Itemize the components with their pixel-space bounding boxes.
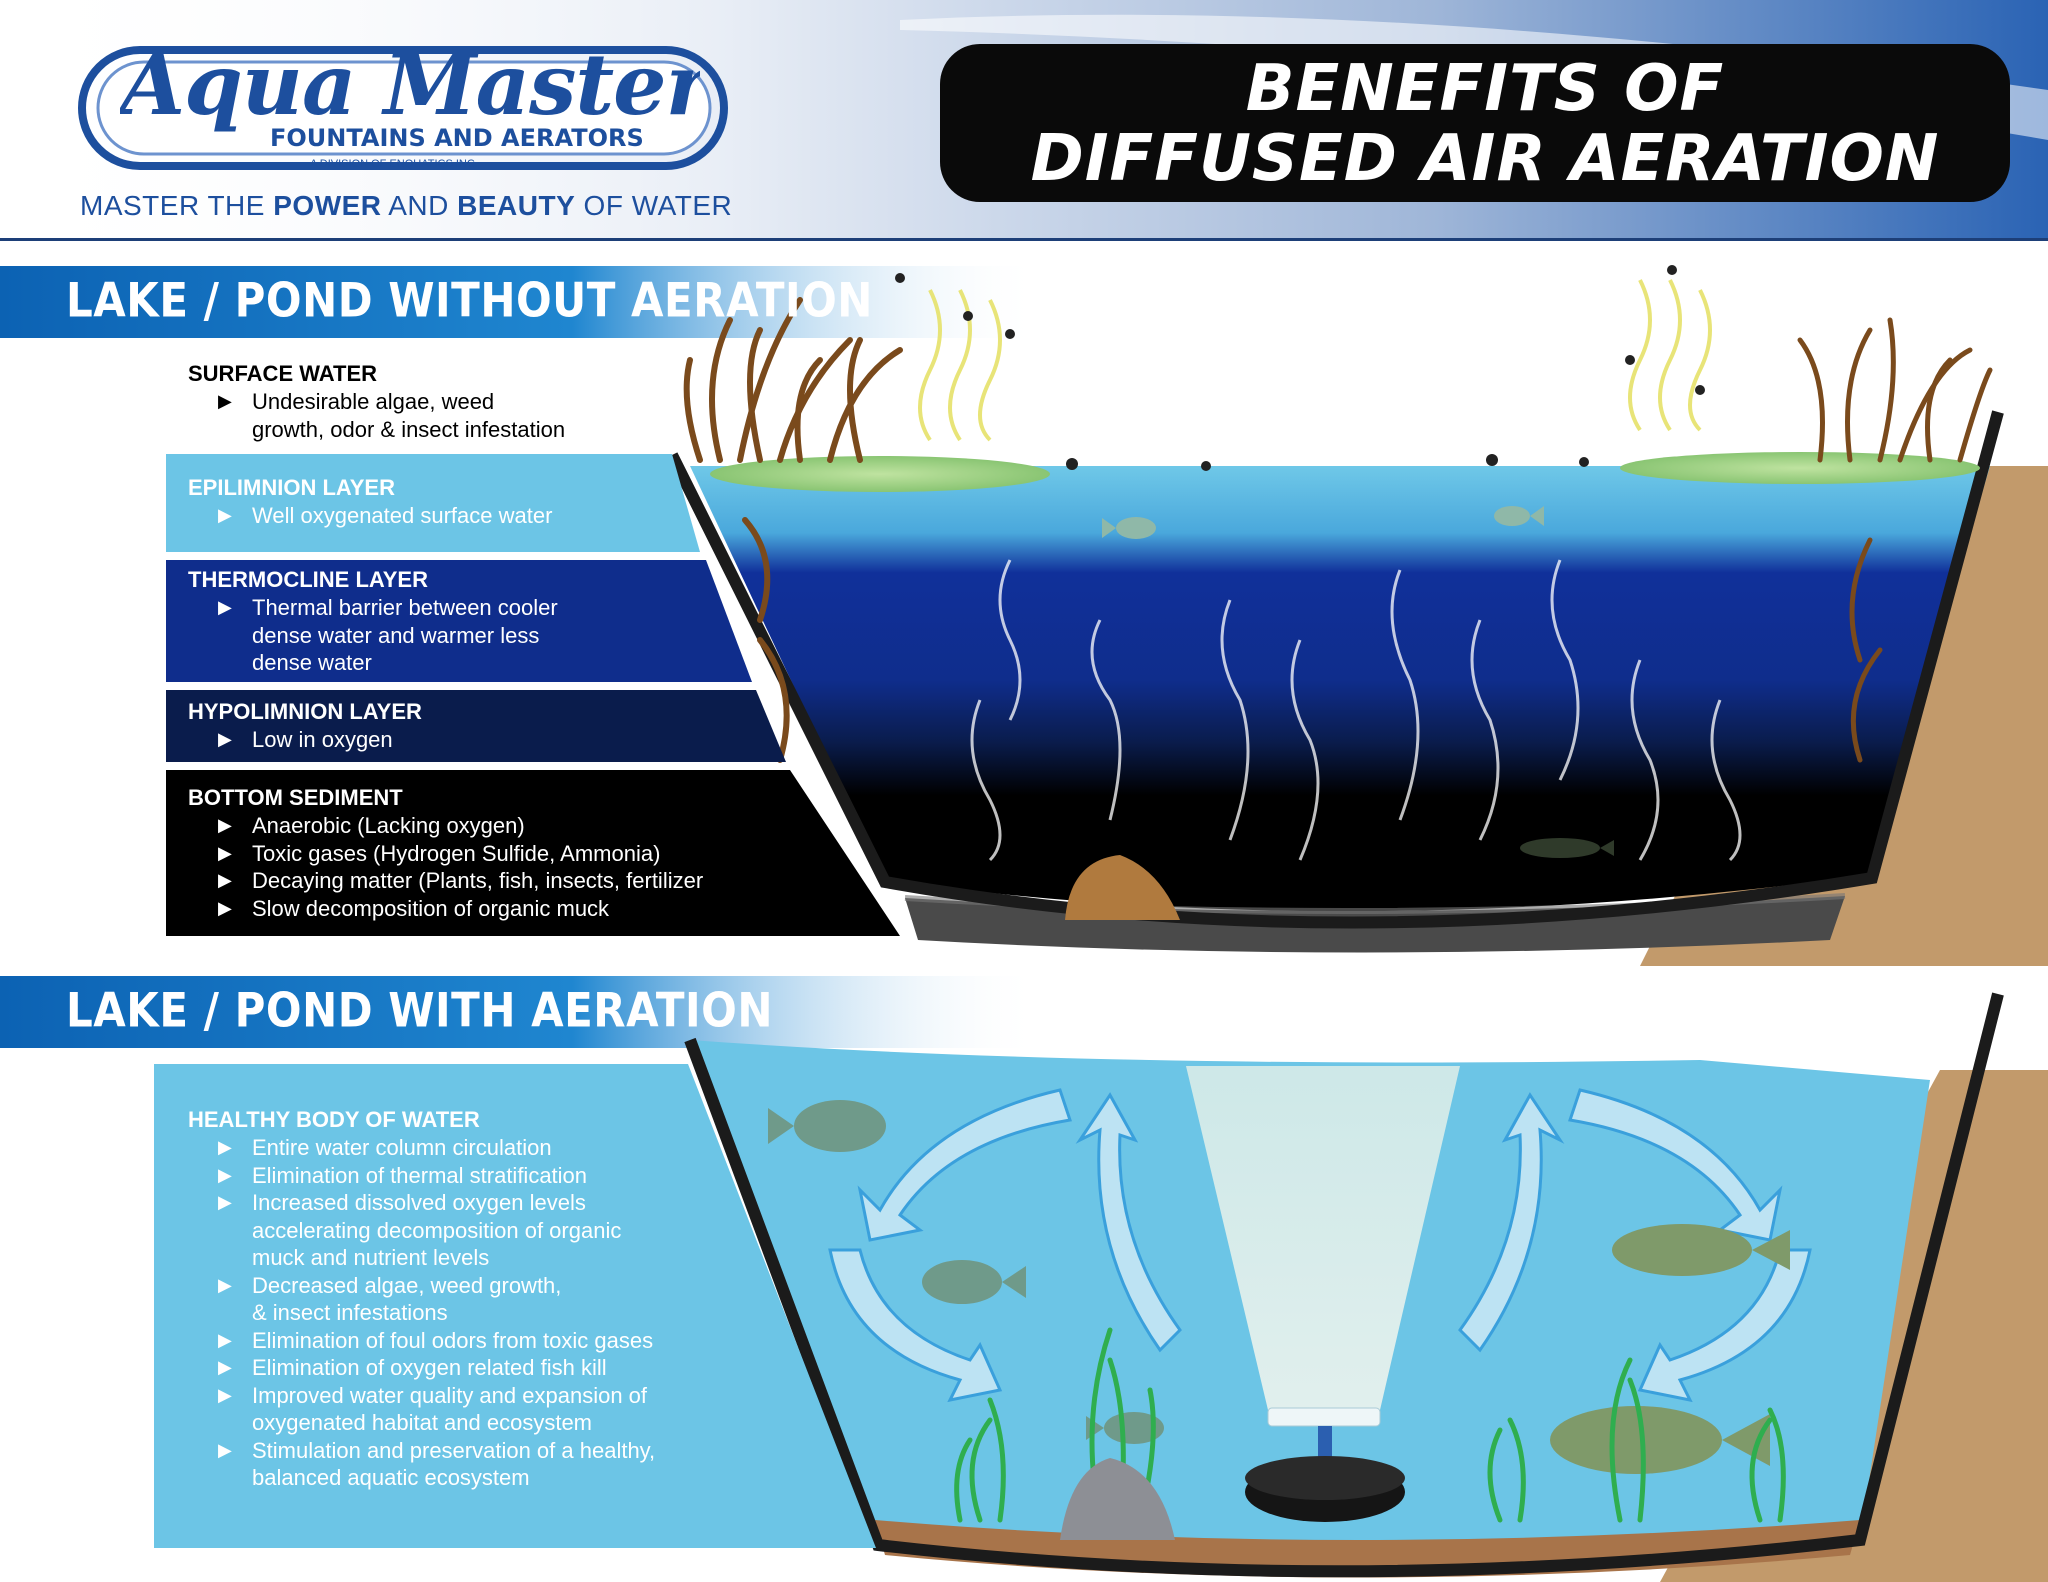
bullet-item: ▶ Well oxygenated surface water <box>188 502 688 530</box>
diffuser-icon <box>1245 1407 1405 1522</box>
block-header: THERMOCLINE LAYER <box>188 567 428 592</box>
bullet-triangle-icon: ▶ <box>218 1439 232 1460</box>
rock-icon <box>1060 1458 1175 1540</box>
bullet-triangle-icon: ▶ <box>218 842 232 863</box>
fish-icon <box>1102 506 1614 858</box>
tagline: MASTER THE POWER AND BEAUTY OF WATER <box>80 190 732 222</box>
bullet-triangle-icon: ▶ <box>218 505 232 525</box>
bullet-text: Slow decomposition of organic muck <box>252 895 610 921</box>
block-header: HYPOLIMNION LAYER <box>188 699 422 724</box>
circulation-arrow-icon <box>828 1088 1812 1403</box>
bullet-item: ▶ Elimination of oxygen related fish kill <box>188 1354 828 1382</box>
reed-plant-icon <box>683 297 903 763</box>
heading-without-aeration: LAKE / POND WITHOUT AERATION <box>66 273 873 328</box>
bullet-item: ▶ Elimination of foul odors from toxic ga… <box>188 1327 828 1355</box>
bullet-triangle-icon: ▶ <box>218 1357 232 1377</box>
block-hypolimnion: HYPOLIMNION LAYER ▶ Low in oxygen <box>188 698 748 754</box>
bullet-text: Elimination of thermal stratification <box>252 1162 588 1188</box>
logo <box>78 46 728 170</box>
bullet-item: ▶ Low in oxygen <box>188 726 748 754</box>
bullet-text: Undesirable algae, weed growth, odor & i… <box>252 389 566 442</box>
block-header: BOTTOM SEDIMENT <box>188 785 403 810</box>
block-epilimnion: EPILIMNION LAYER ▶ Well oxygenated surface… <box>188 474 688 530</box>
rock-icon <box>1065 855 1180 920</box>
bullet-triangle-icon: ▶ <box>218 391 232 411</box>
block-header: SURFACE WATER <box>188 361 378 386</box>
bullet-text: Low in oxygen <box>252 727 393 752</box>
bullet-triangle-icon: ▶ <box>218 870 232 890</box>
bullet-text: Thermal barrier between cooler dense wat… <box>252 595 558 675</box>
bullet-text: Elimination of oxygen related fish kill <box>252 1355 607 1380</box>
bullet-item: ▶ Entire water column circulation <box>188 1134 828 1162</box>
logo-brand: Aqua Master <box>120 35 700 134</box>
title-line-1: BENEFITS OF <box>1245 52 1725 126</box>
block-surface-water: SURFACE WATER ▶ Undesirable algae, weed gr… <box>188 360 748 443</box>
bullet-triangle-icon: ▶ <box>218 1164 232 1185</box>
bullet-triangle-icon: ▶ <box>218 1192 232 1212</box>
bullet-text: Anaerobic (Lacking oxygen) <box>252 813 525 838</box>
title-line-2: DIFFUSED AIR AERATION <box>1030 122 1940 196</box>
block-bottom-sediment: BOTTOM SEDIMENT ▶ Anaerobic (Lacking oxyge… <box>188 784 828 922</box>
bullet-text: Decaying matter (Plants, fish, insects, … <box>252 868 704 893</box>
reed-plant-icon <box>1797 317 1993 763</box>
bullet-text: Stimulation and preservation of a health… <box>252 1437 656 1491</box>
heading-with-aeration: LAKE / POND WITH AERATION <box>66 983 773 1038</box>
bullet-item: ▶ Thermal barrier between cooler dense wa… <box>188 594 728 677</box>
block-thermocline: THERMOCLINE LAYER ▶ Thermal barrier betwee… <box>188 566 728 677</box>
pond-water-stratified <box>690 466 1990 912</box>
logo-division: A DIVISION OF ENQUATICS INC. <box>310 158 478 170</box>
logo-subtitle: FOUNTAINS AND AERATORS <box>270 124 644 152</box>
bullet-item: ▶ Toxic gases (Hydrogen Sulfide, Ammonia) <box>188 840 828 868</box>
block-header: EPILIMNION LAYER <box>188 475 395 500</box>
bullet-triangle-icon: ▶ <box>218 1384 232 1405</box>
bullet-text: Decreased algae, weed growth, & insect i… <box>252 1272 562 1326</box>
bullet-item: ▶ Anaerobic (Lacking oxygen) <box>188 812 828 840</box>
bullet-triangle-icon: ▶ <box>218 897 232 918</box>
bullet-triangle-icon: ▶ <box>218 729 232 749</box>
bullet-item: ▶ Increased dissolved oxygen levels accel… <box>188 1189 828 1272</box>
bullet-text: Toxic gases (Hydrogen Sulfide, Ammonia) <box>252 840 661 866</box>
bullet-triangle-icon: ▶ <box>218 1274 232 1295</box>
block-header: HEALTHY BODY OF WATER <box>188 1107 480 1132</box>
bullet-triangle-icon: ▶ <box>218 597 232 617</box>
bullet-text: Entire water column circulation <box>252 1135 552 1160</box>
bullet-text: Well oxygenated surface water <box>252 503 553 528</box>
bullet-triangle-icon: ▶ <box>218 1137 232 1157</box>
block-healthy-water: HEALTHY BODY OF WATER ▶ Entire water colum… <box>188 1106 828 1492</box>
bullet-item: ▶ Undesirable algae, weed growth, odor & … <box>188 388 748 443</box>
bullet-item: ▶ Stimulation and preservation of a healt… <box>188 1437 828 1492</box>
fish-icon <box>768 1100 1790 1474</box>
bullet-text: Improved water quality and expansion of … <box>252 1382 648 1436</box>
bullet-text: Increased dissolved oxygen levels accele… <box>252 1190 622 1270</box>
tagline-part: MASTER THE <box>80 190 274 221</box>
insect-icon <box>895 265 1705 471</box>
tagline-part: AND <box>381 190 458 221</box>
bullet-item: ▶ Slow decomposition of organic muck <box>188 895 828 923</box>
bullet-item: ▶ Elimination of thermal stratification <box>188 1162 828 1190</box>
reed-plant-icon <box>954 1327 1786 1523</box>
bullet-triangle-icon: ▶ <box>218 815 232 835</box>
bullet-text: Elimination of foul odors from toxic gas… <box>252 1327 654 1353</box>
tagline-beauty: BEAUTY <box>457 190 576 221</box>
tagline-power: POWER <box>273 190 382 221</box>
bullet-item: ▶ Decreased algae, weed growth, & insect … <box>188 1272 828 1327</box>
bullet-item: ▶ Improved water quality and expansion of… <box>188 1382 828 1437</box>
bullet-item: ▶ Decaying matter (Plants, fish, insects,… <box>188 867 828 895</box>
tagline-part: OF WATER <box>575 190 733 221</box>
bullet-triangle-icon: ▶ <box>218 1329 232 1350</box>
